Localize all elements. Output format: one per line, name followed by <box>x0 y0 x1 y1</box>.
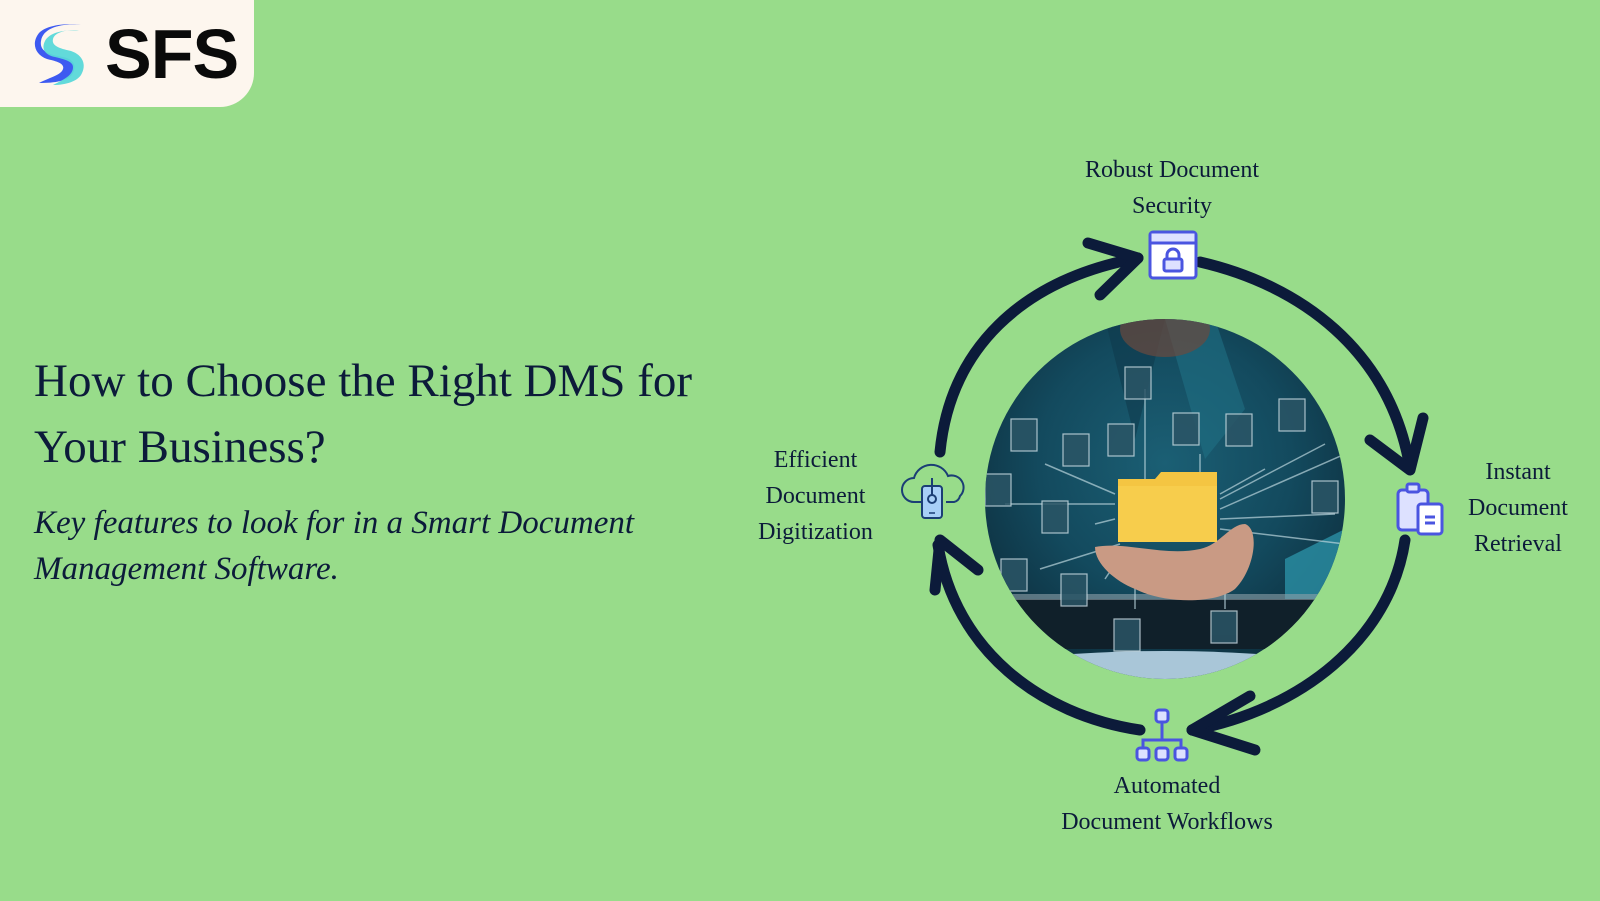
feature-label-digitization: Efficient Document Digitization <box>738 442 893 550</box>
feature-retrieval-line-2: Document <box>1468 495 1568 521</box>
lock-window-icon <box>1148 230 1198 280</box>
arrowhead-workflows <box>1186 690 1261 756</box>
title-line-1: How to Choose the Right DMS for <box>34 355 692 407</box>
feature-digitization-line-2: Document <box>765 483 866 509</box>
feature-security-line-1: Robust Document <box>1085 157 1259 183</box>
org-chart-workflow-icon <box>1135 708 1189 762</box>
center-photo <box>985 319 1345 679</box>
arrowhead-digitization <box>929 534 984 596</box>
person-holding-folder-with-document-network-photo <box>985 319 1345 679</box>
subtitle-line-2: Management Software. <box>34 551 339 587</box>
clipboard-document-icon <box>1396 482 1444 536</box>
brand-logo[interactable]: SFS <box>0 0 254 107</box>
arrowhead-security <box>1082 237 1144 301</box>
feature-retrieval-line-3: Retrieval <box>1474 531 1562 557</box>
feature-workflows-line-2: Document Workflows <box>1061 809 1273 835</box>
page-subtitle: Key features to look for in a Smart Docu… <box>34 500 734 592</box>
feature-digitization-line-3: Digitization <box>758 519 873 545</box>
subtitle-line-1: Key features to look for in a Smart Docu… <box>34 505 635 541</box>
cloud-key-device-icon <box>901 463 965 519</box>
feature-label-retrieval: Instant Document Retrieval <box>1438 454 1598 562</box>
feature-security-line-2: Security <box>1132 193 1212 219</box>
feature-label-security: Robust Document Security <box>1072 152 1272 224</box>
feature-retrieval-line-1: Instant <box>1485 459 1551 485</box>
brand-name: SFS <box>105 14 239 93</box>
sfs-s-logo-icon <box>34 23 84 85</box>
page-title: How to Choose the Right DMS for Your Bus… <box>34 348 794 480</box>
feature-label-workflows: Automated Document Workflows <box>1037 768 1297 840</box>
feature-workflows-line-1: Automated <box>1113 773 1221 799</box>
title-line-2: Your Business? <box>34 421 326 473</box>
arrowhead-retrieval <box>1364 412 1429 476</box>
feature-digitization-line-1: Efficient <box>773 447 858 473</box>
